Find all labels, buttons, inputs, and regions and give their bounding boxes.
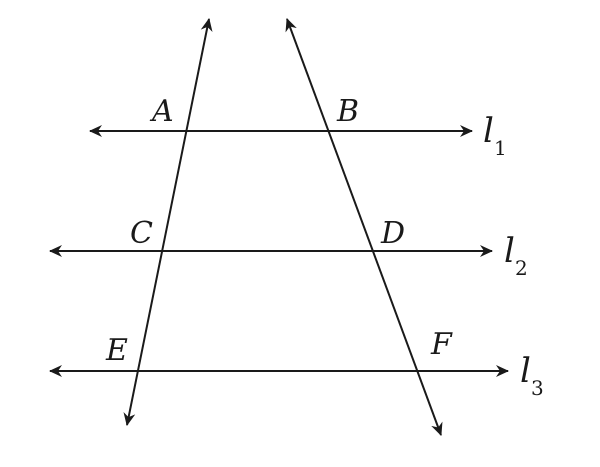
line-label-l3-letter: l bbox=[520, 351, 531, 391]
line-label-l1-letter: l bbox=[483, 111, 494, 151]
transversal-left bbox=[123, 18, 213, 426]
line-label-l2: l 2 bbox=[504, 231, 528, 280]
point-label-c: C bbox=[130, 216, 153, 251]
line-label-l3-subscript: 3 bbox=[531, 376, 544, 400]
point-label-a: A bbox=[149, 94, 174, 129]
point-label-f: F bbox=[430, 327, 453, 362]
point-label-b: B bbox=[336, 94, 359, 129]
point-label-d: D bbox=[380, 216, 405, 251]
transversal-right bbox=[285, 18, 443, 436]
line-label-l2-letter: l bbox=[504, 231, 515, 271]
line-label-l3: l 3 bbox=[520, 351, 544, 400]
line-label-l1: l 1 bbox=[483, 111, 507, 160]
line-label-l2-subscript: 2 bbox=[515, 256, 528, 280]
line-label-l1-subscript: 1 bbox=[494, 136, 507, 160]
point-label-e: E bbox=[105, 333, 128, 368]
